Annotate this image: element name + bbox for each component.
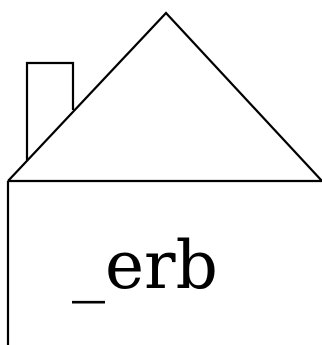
roof [8,13,322,181]
chimney [27,63,73,160]
house-caption: _erb [72,227,218,304]
